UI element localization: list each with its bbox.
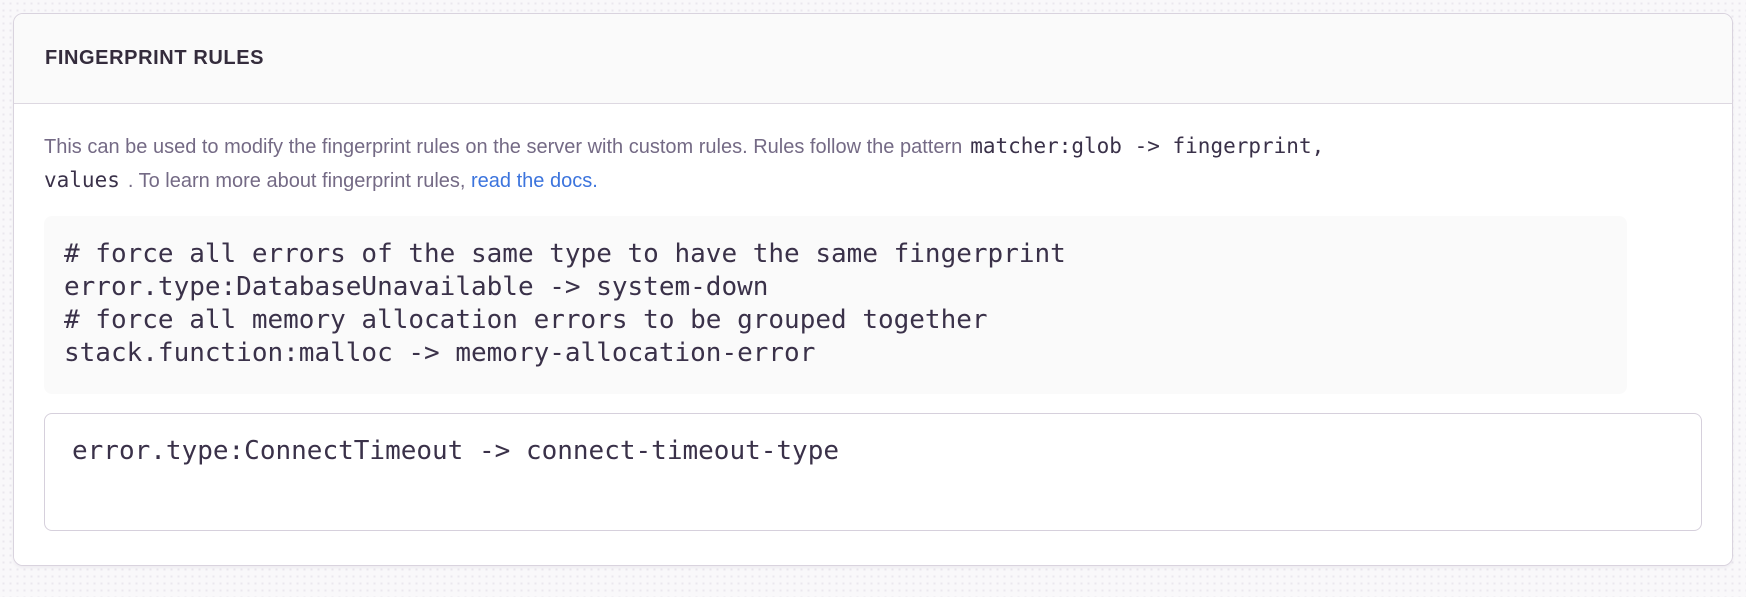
description-before: This can be used to modify the fingerpri… bbox=[44, 136, 963, 158]
example-rules-code-block: # force all errors of the same type to h… bbox=[44, 216, 1627, 394]
panel-title: FINGERPRINT RULES bbox=[45, 47, 265, 69]
read-the-docs-link[interactable]: read the docs. bbox=[471, 170, 598, 192]
panel-body: This can be used to modify the fingerpri… bbox=[14, 104, 1732, 565]
pattern-code-line1: matcher:glob -> fingerprint, bbox=[970, 134, 1325, 158]
description-middle: . To learn more about fingerprint rules, bbox=[127, 170, 472, 192]
fingerprint-rules-input[interactable]: error.type:ConnectTimeout -> connect-tim… bbox=[44, 413, 1702, 531]
pattern-code-line2: values bbox=[44, 168, 120, 192]
description-text: This can be used to modify the fingerpri… bbox=[44, 130, 1702, 198]
fingerprint-rules-panel: FINGERPRINT RULES This can be used to mo… bbox=[13, 13, 1733, 566]
panel-header: FINGERPRINT RULES bbox=[14, 14, 1732, 104]
